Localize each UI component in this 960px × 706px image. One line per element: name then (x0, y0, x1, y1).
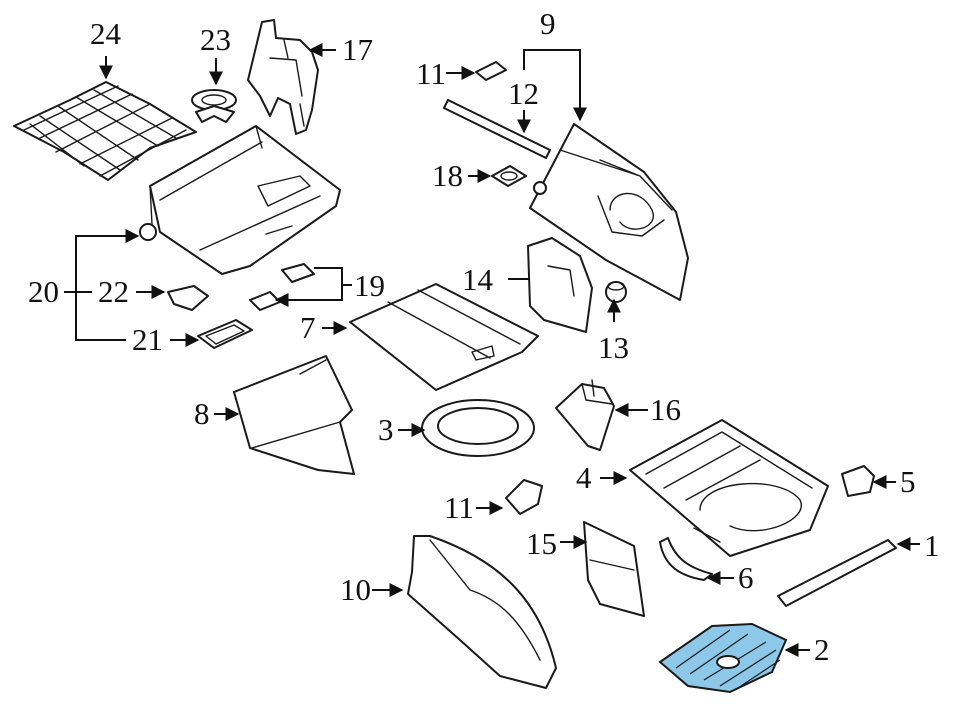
callout-3: 3 (378, 412, 394, 447)
part-10-side-trim (407, 535, 557, 689)
part-16-bracket (555, 379, 615, 451)
part-13-cap (605, 281, 627, 303)
callout-21: 21 (132, 322, 163, 357)
callout-20: 20 (28, 274, 59, 309)
callout-7: 7 (300, 310, 316, 345)
part-8-side-panel (233, 355, 355, 475)
callout-11-top: 11 (416, 56, 446, 91)
part-22-clip (167, 285, 209, 311)
part-23-clip (191, 89, 237, 123)
callout-24: 24 (90, 16, 122, 51)
callout-15: 15 (526, 526, 557, 561)
callout-6: 6 (738, 560, 754, 595)
callout-8: 8 (194, 396, 210, 431)
part-2-highlighted-cover (658, 622, 788, 694)
part-17-trim-bracket (247, 19, 319, 135)
part-12-strip (443, 99, 551, 159)
callout-4: 4 (576, 460, 592, 495)
callout-14: 14 (462, 262, 494, 297)
callout-22: 22 (98, 274, 129, 309)
part-5-clip (841, 465, 875, 497)
callout-19: 19 (354, 268, 385, 303)
part-4-spare-tub (629, 419, 829, 557)
part-9-side-trim (529, 123, 689, 301)
callout-5: 5 (900, 464, 916, 499)
part-20-cargo-cover (139, 125, 341, 275)
callout-23: 23 (200, 22, 231, 57)
leader-lines (64, 43, 920, 657)
callout-10: 10 (340, 572, 371, 607)
callout-9: 9 (540, 6, 556, 41)
part-15-panel (583, 521, 645, 617)
part-11-clip-top (475, 61, 507, 81)
part-7-floor-panel (349, 283, 539, 391)
part-18-grommet (491, 165, 527, 187)
part-14-panel (527, 237, 593, 333)
callout-labels: 24 23 17 11 9 12 18 14 13 20 22 21 19 7 … (28, 6, 940, 667)
part-6-trim (659, 537, 713, 581)
callout-13: 13 (598, 330, 629, 365)
callout-2: 2 (814, 632, 830, 667)
callout-12: 12 (508, 76, 539, 111)
part-11-clip-lower (505, 479, 543, 515)
callout-17: 17 (342, 32, 373, 67)
part-24-cargo-net (13, 81, 197, 181)
callout-11-lower: 11 (444, 490, 474, 525)
part-3-ring (421, 399, 535, 457)
part-1-sill-plate (777, 539, 897, 607)
callout-18: 18 (432, 158, 463, 193)
callout-16: 16 (650, 392, 681, 427)
part-19-brackets (249, 263, 315, 311)
part-21-handle (197, 319, 253, 349)
callout-1: 1 (924, 528, 940, 563)
